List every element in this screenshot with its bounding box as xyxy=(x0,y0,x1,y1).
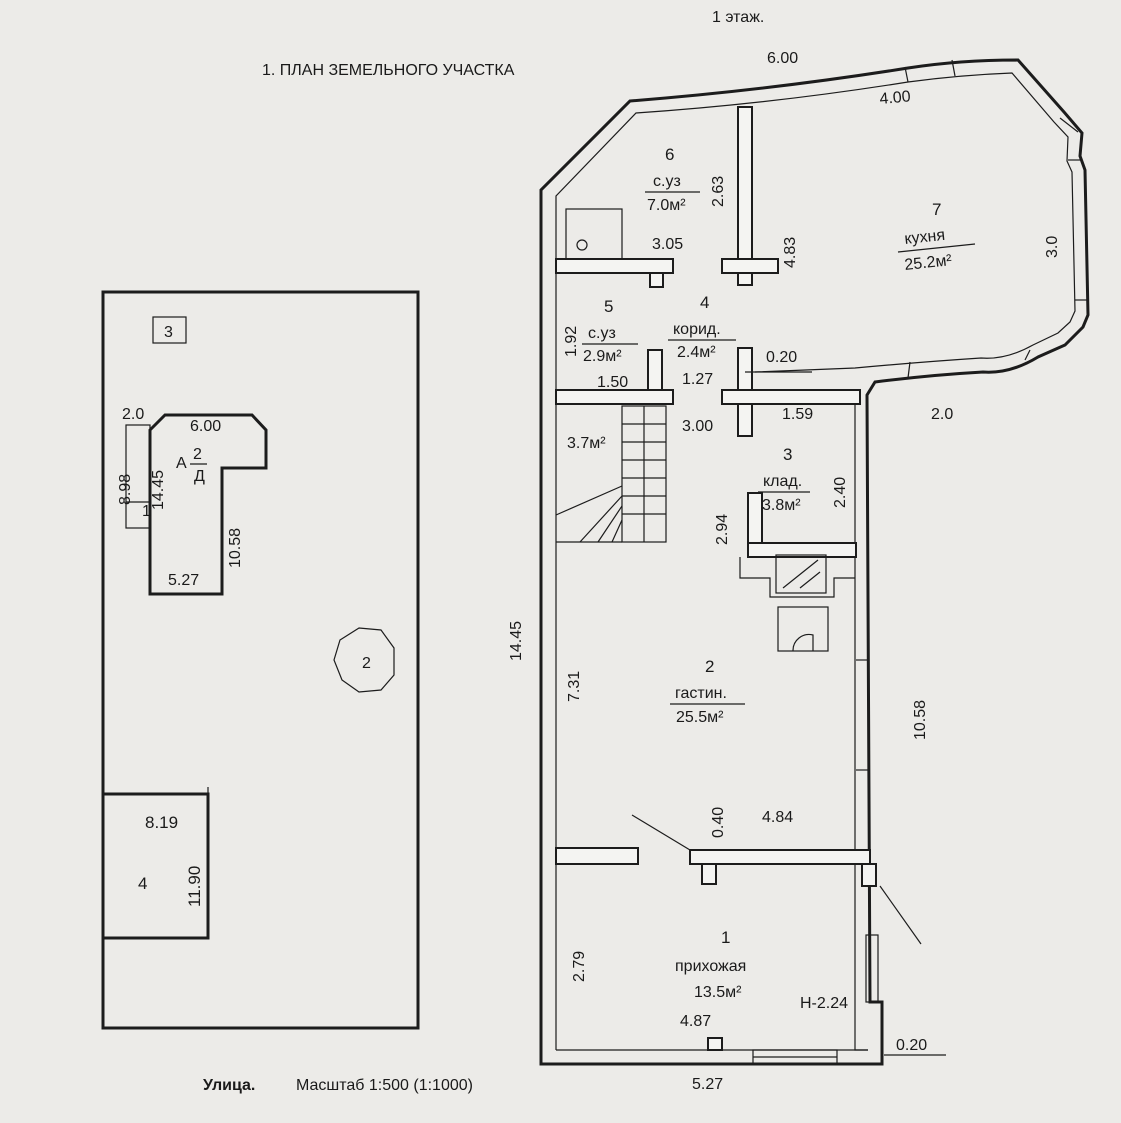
dim-stair-w: 3.00 xyxy=(682,418,713,435)
dim-stair-h: 2.94 xyxy=(714,514,731,545)
dim-total-h: 14.45 xyxy=(508,621,525,661)
room-5-number: 5 xyxy=(604,297,613,316)
dim-wc5-h: 1.92 xyxy=(563,326,580,357)
plan-title: 1. ПЛАН ЗЕМЕЛЬНОГО УЧАСТКА xyxy=(262,62,515,79)
dim-door-w: 0.40 xyxy=(710,807,727,838)
stair-area: 3.7м² xyxy=(567,435,606,452)
dim-kitchen-top: 4.00 xyxy=(879,88,912,108)
site-label-letter: А xyxy=(176,455,187,472)
room-7-number: 7 xyxy=(932,200,941,219)
dim-right-h: 10.58 xyxy=(912,700,929,740)
height-note: Н-2.24 xyxy=(800,995,848,1012)
site-dim-d: 14.45 xyxy=(150,470,167,510)
outer-wall-inner xyxy=(555,72,1076,1050)
site-dim-e: 1 xyxy=(142,503,151,520)
dim-kitchen-h: 4.83 xyxy=(782,237,799,268)
site-marker-3-box xyxy=(152,316,187,344)
dim-wc6-w: 3.05 xyxy=(652,236,683,253)
dim-wc6-h: 2.63 xyxy=(710,176,727,207)
dim-right-2: 2.0 xyxy=(931,406,953,423)
dim-corr-w: 1.27 xyxy=(682,371,713,388)
room-6-area: 7.0м² xyxy=(647,197,686,214)
room-1-area: 13.5м² xyxy=(694,984,742,1001)
site-label-top: 2 xyxy=(193,446,202,463)
dim-living-h: 7.31 xyxy=(566,671,583,702)
room-4-area: 2.4м² xyxy=(677,344,716,361)
site-dim-f: 10.58 xyxy=(227,528,244,568)
dim-storage-h: 2.40 xyxy=(832,477,849,508)
dim-hall-h: 2.79 xyxy=(571,951,588,982)
room-3-number: 3 xyxy=(783,445,792,464)
floor-plan: 6 с.уз 7.0м² 7 кухня 25.2м² 5 с.уз 2.9м²… xyxy=(508,50,1090,1093)
interior-walls xyxy=(555,106,877,1051)
dim-kitchen-side: 3.0 xyxy=(1044,236,1061,258)
room-2-name: гастин. xyxy=(675,685,727,702)
site-lot-4 xyxy=(103,792,210,940)
room-6-name: с.уз xyxy=(653,173,681,190)
site-marker-3: 3 xyxy=(164,324,173,341)
room-6-number: 6 xyxy=(665,145,674,164)
room-1-name: прихожая xyxy=(675,958,746,975)
site-marker-2: 2 xyxy=(362,655,371,672)
site-marker-2-octagon xyxy=(333,627,395,693)
scale-label: Масштаб 1:500 (1:1000) xyxy=(296,1077,473,1094)
windows xyxy=(752,59,1088,1065)
room-2-area: 25.5м² xyxy=(676,709,724,726)
room-3-name: клад. xyxy=(763,473,802,490)
dim-bottom-t: 0.20 xyxy=(896,1037,927,1054)
outer-wall-outer xyxy=(539,58,1090,1066)
room-1-number: 1 xyxy=(721,928,730,947)
site-boundary xyxy=(101,290,420,1030)
floor-title: 1 этаж. xyxy=(712,9,764,26)
dim-hall-w: 4.87 xyxy=(680,1013,711,1030)
site-dim-i: 11.90 xyxy=(185,866,204,907)
staircase xyxy=(555,405,667,543)
dim-wc5-w: 1.50 xyxy=(597,374,628,391)
site-dim-g: 5.27 xyxy=(168,572,199,589)
dim-top: 6.00 xyxy=(767,50,798,67)
site-porch xyxy=(125,424,151,529)
shower-drain xyxy=(576,239,588,251)
room-5-name: с.уз xyxy=(588,325,616,342)
room-5-area: 2.9м² xyxy=(583,348,622,365)
site-label-bottom: Д xyxy=(194,468,205,485)
room-7-area: 25.2м² xyxy=(904,252,954,274)
site-plan: 3 2.0 6.00 8.98 14.45 1 А 2 Д 10.58 5.27… xyxy=(101,290,420,1030)
site-dim-a: 2.0 xyxy=(122,406,144,423)
room-7-fraction xyxy=(897,243,976,253)
site-dim-b: 6.00 xyxy=(190,418,221,435)
room-4-name: корид. xyxy=(673,321,721,338)
shower-fixture xyxy=(565,208,623,260)
room-4-number: 4 xyxy=(700,293,709,312)
dim-living-w: 4.84 xyxy=(762,809,793,826)
room-7-name: кухня xyxy=(904,227,946,248)
room-2-number: 2 xyxy=(705,657,714,676)
room-3-area: 3.8м² xyxy=(762,497,801,514)
site-dim-h: 8.19 xyxy=(145,813,178,832)
site-marker-4: 4 xyxy=(138,874,147,893)
door-swing-entry xyxy=(879,885,922,945)
site-building-outline xyxy=(148,413,268,596)
site-dim-c: 8.98 xyxy=(117,474,134,505)
street-label: Улица. xyxy=(203,1077,255,1094)
dim-wall-t: 0.20 xyxy=(766,349,797,366)
dim-storage-w: 1.59 xyxy=(782,406,813,423)
stove-fixture xyxy=(739,554,855,652)
door-swing-living xyxy=(631,814,691,851)
dim-bottom-w: 5.27 xyxy=(692,1076,723,1093)
